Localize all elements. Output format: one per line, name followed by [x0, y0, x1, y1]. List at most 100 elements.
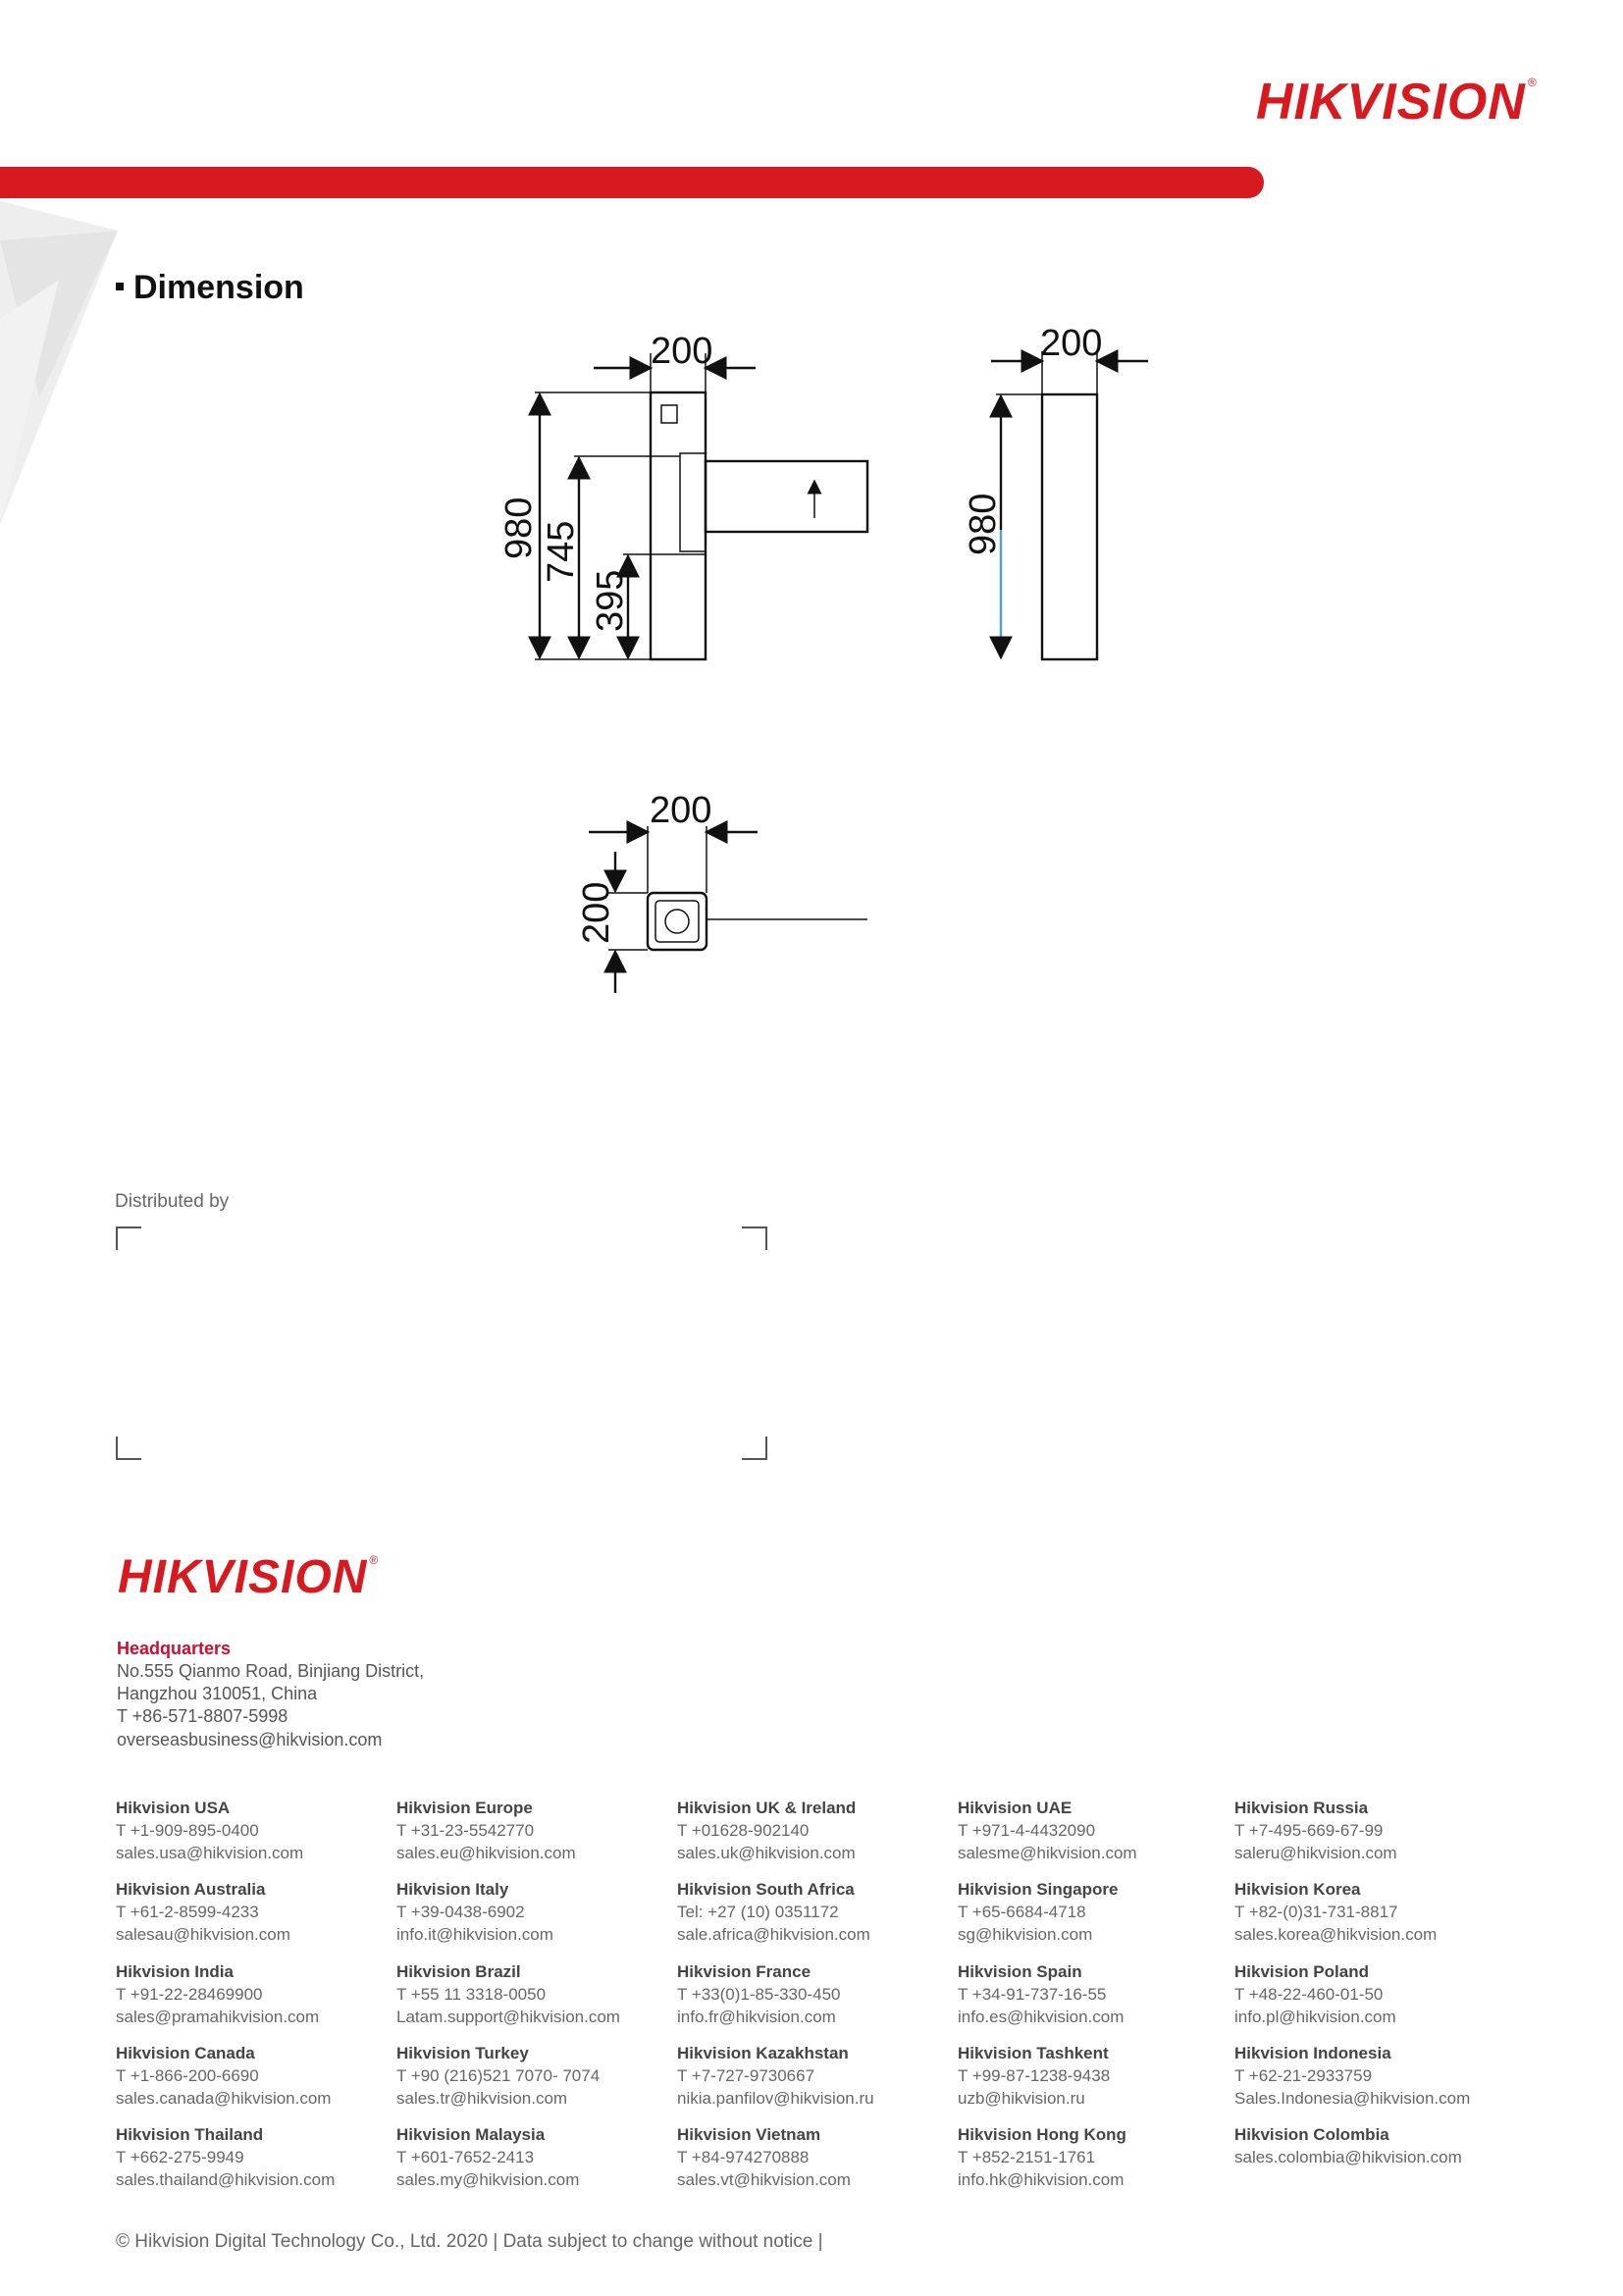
office-email[interactable]: info.it@hikvision.com: [396, 1925, 553, 1944]
office-email[interactable]: info.pl@hikvision.com: [1234, 2008, 1396, 2026]
office-card: Hikvision Vietnam T +84-974270888 sales.vt…: [677, 2124, 942, 2191]
office-email[interactable]: sales.usa@hikvision.com: [116, 1844, 304, 1862]
top-view: [589, 820, 867, 993]
office-phone: T +39-0438-6902: [396, 1903, 525, 1921]
office-email[interactable]: sales.thailand@hikvision.com: [116, 2170, 336, 2189]
office-name: Hikvision Tashkent: [958, 2044, 1109, 2062]
brand-logo: HIKVISION®: [1256, 74, 1538, 130]
office-email[interactable]: salesme@hikvision.com: [958, 1844, 1137, 1862]
office-email[interactable]: sales.eu@hikvision.com: [396, 1844, 576, 1862]
office-phone: T +48-22-460-01-50: [1234, 1985, 1384, 2004]
office-email[interactable]: uzb@hikvision.ru: [958, 2089, 1085, 2108]
decorative-shapes: [0, 201, 118, 525]
office-phone: T +01628-902140: [677, 1821, 810, 1840]
hq-address-line-2: Hangzhou 310051, China: [117, 1684, 318, 1703]
office-name: Hikvision Italy: [396, 1880, 509, 1899]
office-name: Hikvision UK & Ireland: [677, 1799, 857, 1817]
office-name: Hikvision Europe: [396, 1799, 533, 1817]
office-email[interactable]: info.es@hikvision.com: [958, 2008, 1125, 2026]
office-name: Hikvision Singapore: [958, 1880, 1119, 1899]
office-name: Hikvision South Africa: [677, 1880, 855, 1899]
hq-phone: T +86-571-8807-5998: [117, 1706, 288, 1726]
office-card: Hikvision Australia T +61-2-8599-4233 sale…: [116, 1879, 381, 1946]
office-email[interactable]: nikia.panfilov@hikvision.ru: [677, 2089, 874, 2108]
hq-email: overseasbusiness@hikvision.com: [117, 1730, 383, 1749]
office-phone: T +601-7652-2413: [396, 2148, 535, 2166]
office-email[interactable]: saleru@hikvision.com: [1234, 1844, 1397, 1862]
office-name: Hikvision UAE: [958, 1799, 1073, 1817]
side-width-label: 200: [1040, 323, 1102, 364]
office-card: Hikvision Europe T +31-23-5542770 sales.eu…: [396, 1798, 661, 1864]
arm-height-label: 745: [541, 521, 582, 583]
office-email[interactable]: Sales.Indonesia@hikvision.com: [1234, 2089, 1471, 2108]
office-name: Hikvision Malaysia: [396, 2125, 546, 2144]
office-phone: T +31-23-5542770: [396, 1821, 535, 1840]
office-phone: T +82-(0)31-731-8817: [1234, 1903, 1398, 1921]
office-name: Hikvision Turkey: [396, 2044, 529, 2062]
office-phone: T +61-2-8599-4233: [116, 1903, 259, 1921]
top-width-label: 200: [650, 790, 711, 831]
office-name: Hikvision Spain: [958, 1962, 1082, 1981]
corner-top-right: [742, 1226, 767, 1250]
office-phone: T +662-275-9949: [116, 2148, 244, 2166]
side-view: [989, 349, 1148, 661]
side-height-label: 980: [963, 494, 1004, 555]
office-name: Hikvision Hong Kong: [958, 2125, 1126, 2144]
office-email[interactable]: info.hk@hikvision.com: [958, 2170, 1125, 2189]
office-email[interactable]: sales.tr@hikvision.com: [396, 2089, 568, 2108]
office-phone: T +91-22-28469900: [116, 1985, 263, 2004]
office-phone: T +62-21-2933759: [1234, 2066, 1373, 2085]
office-email[interactable]: info.fr@hikvision.com: [677, 2008, 836, 2026]
office-name: Hikvision Brazil: [396, 1962, 521, 1981]
office-phone: T +7-727-9730667: [677, 2066, 815, 2085]
header-bar: [0, 167, 1264, 198]
office-phone: T +971-4-4432090: [958, 1821, 1096, 1840]
front-height-label: 980: [498, 497, 540, 559]
corner-bottom-left: [116, 1436, 141, 1460]
office-card: Hikvision Italy T +39-0438-6902 info.it@hi…: [396, 1879, 661, 1946]
office-email[interactable]: sales.vt@hikvision.com: [677, 2170, 851, 2189]
office-email[interactable]: sales.korea@hikvision.com: [1234, 1925, 1438, 1944]
section-title: Dimension: [116, 269, 304, 307]
office-email[interactable]: Latam.support@hikvision.com: [396, 2008, 620, 2026]
headquarters-title: Headquarters: [117, 1639, 232, 1658]
office-email[interactable]: sales.colombia@hikvision.com: [1234, 2148, 1462, 2166]
office-card: Hikvision Korea T +82-(0)31-731-8817 sales…: [1234, 1879, 1499, 1946]
office-phone: T +65-6684-4718: [958, 1903, 1086, 1921]
lower-height-label: 395: [590, 570, 631, 632]
office-card: Hikvision UK & Ireland T +01628-902140 sal…: [677, 1798, 942, 1864]
office-phone: T +84-974270888: [677, 2148, 810, 2166]
office-phone: Tel: +27 (10) 0351172: [677, 1903, 839, 1921]
office-name: Hikvision USA: [116, 1799, 231, 1817]
office-name: Hikvision Vietnam: [677, 2125, 821, 2144]
office-card: Hikvision Malaysia T +601-7652-2413 sales.…: [396, 2124, 661, 2191]
office-email[interactable]: sale.africa@hikvision.com: [677, 1925, 870, 1944]
office-email[interactable]: salesau@hikvision.com: [116, 1925, 290, 1944]
office-email[interactable]: sg@hikvision.com: [958, 1925, 1093, 1944]
office-name: Hikvision Australia: [116, 1880, 266, 1899]
front-width-label: 200: [651, 331, 712, 372]
office-phone: T +1-866-200-6690: [116, 2066, 259, 2085]
office-email[interactable]: sales.my@hikvision.com: [396, 2170, 580, 2189]
dimension-drawing: 200 980 745 395 200 980 200 200: [498, 323, 1148, 993]
office-phone: T +33(0)1-85-330-450: [677, 1985, 841, 2004]
office-email[interactable]: sales@pramahikvision.com: [116, 2008, 320, 2026]
front-view: [528, 353, 869, 661]
office-email[interactable]: sales.canada@hikvision.com: [116, 2089, 332, 2108]
office-phone: T +55 11 3318-0050: [396, 1985, 547, 2004]
office-phone: T +7-495-669-67-99: [1234, 1821, 1384, 1840]
office-email[interactable]: sales.uk@hikvision.com: [677, 1844, 856, 1862]
office-name: Hikvision Korea: [1234, 1880, 1361, 1899]
